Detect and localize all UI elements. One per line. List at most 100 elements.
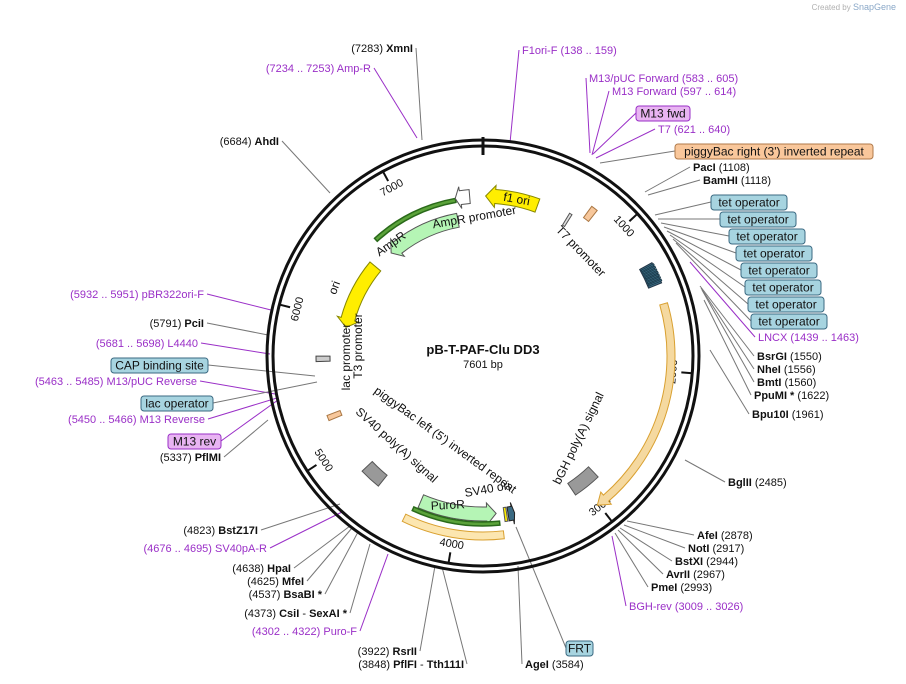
left_labels-label[interactable]: (4676 .. 4695) SV40pA-R xyxy=(143,543,267,555)
feature-ampr-promoter[interactable] xyxy=(454,186,471,209)
leader-line xyxy=(599,150,676,164)
box-label-frt[interactable]: FRT xyxy=(565,640,594,657)
label-part: (4676 .. 4695) SV40pA-R xyxy=(143,543,267,555)
left_labels-label[interactable]: (7283) XmnI xyxy=(351,43,413,55)
left_labels-label[interactable]: (5932 .. 5951) pBR322ori-F xyxy=(70,289,204,301)
box-label-text: tet operator xyxy=(758,315,819,329)
left_labels-label[interactable]: (4638) HpaI xyxy=(232,563,291,575)
left_labels-label[interactable]: (4302 .. 4322) Puro-F xyxy=(252,626,357,638)
right_labels-label[interactable]: NotI (2917) xyxy=(688,543,744,555)
tet-operator-block[interactable] xyxy=(647,278,663,287)
leader-line xyxy=(415,47,423,141)
left_labels-label[interactable]: (5337) PflMI xyxy=(160,452,221,464)
right_labels-label[interactable]: Bpu10I (1961) xyxy=(752,409,824,421)
tet-operator-block[interactable] xyxy=(643,268,658,277)
right_labels-label[interactable]: PpuMI * (1622) xyxy=(754,390,829,402)
box-label-tet-operator[interactable]: tet operator xyxy=(735,245,813,262)
tick-label: 6000 xyxy=(289,296,307,323)
box-label-lac-operator[interactable]: lac operator xyxy=(140,395,214,412)
leader-line xyxy=(206,293,272,311)
feature-lac-promoter[interactable] xyxy=(315,355,331,363)
feature-puro-arc[interactable] xyxy=(401,513,505,541)
feature-sv40-poly-a-signal[interactable] xyxy=(361,460,388,487)
right_labels-label[interactable]: BglII (2485) xyxy=(728,477,787,489)
left_labels-label[interactable]: (3922) RsrII xyxy=(358,646,417,658)
feature-piggybac-left[interactable] xyxy=(326,409,343,422)
label-part: T7 (621 .. 640) xyxy=(658,124,730,136)
feature-clu-cds[interactable] xyxy=(596,302,676,506)
right_labels-label[interactable]: AfeI (2878) xyxy=(697,530,753,542)
feature-bgh-poly-a-signal[interactable] xyxy=(567,466,599,496)
feature-puro-green-arc[interactable] xyxy=(411,505,501,527)
feature-t7-promoter[interactable] xyxy=(561,212,573,228)
tet-operator-block[interactable] xyxy=(644,270,659,280)
box-label-tet-operator[interactable]: tet operator xyxy=(750,313,828,330)
left_labels-label[interactable]: (7234 .. 7253) Amp-R xyxy=(266,63,371,75)
left_labels-label[interactable]: (4625) MfeI xyxy=(247,576,304,588)
right_labels-label[interactable]: PacI (1108) xyxy=(693,162,750,174)
feature-frt[interactable] xyxy=(506,502,516,525)
tet-operator-block[interactable] xyxy=(645,273,660,282)
right_labels-label[interactable]: BmtI (1560) xyxy=(757,377,816,389)
label-part: AfeI xyxy=(697,530,718,542)
left_labels-label[interactable]: (5681 .. 5698) L4440 xyxy=(96,338,198,350)
box-label-tet-operator[interactable]: tet operator xyxy=(740,262,818,279)
box-label-m13-fwd[interactable]: M13 fwd xyxy=(635,105,691,122)
label-part: SexAI * xyxy=(309,608,348,620)
tet-operator-block[interactable] xyxy=(646,276,662,285)
right_labels-label[interactable]: BamHI (1118) xyxy=(703,175,771,187)
right_labels-label[interactable]: NheI (1556) xyxy=(757,364,816,376)
box-label-piggybac-right-3-inverted-repeat[interactable]: piggyBac right (3') inverted repeat xyxy=(674,143,874,160)
left_labels-label[interactable]: (3848) PflFI - Tth111I xyxy=(358,659,464,671)
box-label-tet-operator[interactable]: tet operator xyxy=(728,228,806,245)
box-label-tet-operator[interactable]: tet operator xyxy=(747,296,825,313)
feature-f1-ori[interactable] xyxy=(484,184,541,213)
box-label-tet-operator[interactable]: tet operator xyxy=(719,211,797,228)
box-label-tet-operator[interactable]: tet operator xyxy=(744,279,822,296)
feature-sv40-ori[interactable] xyxy=(502,506,509,523)
right_labels-label[interactable]: BGH-rev (3009 .. 3026) xyxy=(629,601,743,613)
leader-line xyxy=(306,527,353,582)
tet-operator-block[interactable] xyxy=(640,263,655,273)
label-part: BmtI xyxy=(757,377,781,389)
left_labels-label[interactable]: (4537) BsaBI * xyxy=(249,589,323,601)
left_labels-label[interactable]: (5791) PciI xyxy=(150,318,204,330)
right_labels-label[interactable]: F1ori-F (138 .. 159) xyxy=(522,45,617,57)
label-part: (1560) xyxy=(781,377,816,389)
right_labels-label[interactable]: LNCX (1439 .. 1463) xyxy=(758,332,859,344)
feature-ori[interactable] xyxy=(335,261,382,328)
left_labels-label[interactable]: (6684) AhdI xyxy=(220,136,279,148)
box-label-tet-operator[interactable]: tet operator xyxy=(710,194,788,211)
right_labels-label[interactable]: BsrGI (1550) xyxy=(757,351,822,363)
right_labels-label[interactable]: AgeI (3584) xyxy=(525,659,584,671)
leader-line xyxy=(200,342,271,355)
left_labels-label[interactable]: (4823) BstZ17I xyxy=(183,525,258,537)
left_labels-label[interactable]: (5463 .. 5485) M13/pUC Reverse xyxy=(35,376,197,388)
box-label-bg xyxy=(719,211,797,228)
leader-line xyxy=(212,381,318,404)
label-part: (6684) xyxy=(220,136,255,148)
feature-puror[interactable] xyxy=(417,494,497,527)
left_labels-label[interactable]: (4373) CsiI - SexAI * xyxy=(244,608,347,620)
left_labels-label[interactable]: (5450 .. 5466) M13 Reverse xyxy=(68,414,205,426)
right_labels-label[interactable]: T7 (621 .. 640) xyxy=(658,124,730,136)
right_labels-label[interactable]: BstXI (2944) xyxy=(675,556,738,568)
label-part: (2917) xyxy=(709,543,744,555)
box-label-bg xyxy=(728,228,806,245)
box-label-cap-binding-site[interactable]: CAP binding site xyxy=(110,357,209,374)
leader-line xyxy=(700,287,755,370)
right_labels-label[interactable]: AvrII (2967) xyxy=(666,569,725,581)
label-part: AgeI xyxy=(525,659,549,671)
leader-line xyxy=(293,525,351,569)
feature-ampr-arc[interactable] xyxy=(373,197,457,243)
leader-line xyxy=(675,242,752,322)
box-label-m13-rev[interactable]: M13 rev xyxy=(167,433,222,450)
right_labels-label[interactable]: M13/pUC Forward (583 .. 605) xyxy=(589,73,738,85)
label-part: PacI xyxy=(693,162,716,174)
feature-piggybac-right[interactable] xyxy=(582,205,598,223)
label-part: Bpu10I xyxy=(752,409,789,421)
right_labels-label[interactable]: PmeI (2993) xyxy=(651,582,712,594)
feature-ampr[interactable] xyxy=(390,212,460,258)
right_labels-label[interactable]: M13 Forward (597 .. 614) xyxy=(612,86,736,98)
tet-operator-block[interactable] xyxy=(642,265,657,275)
